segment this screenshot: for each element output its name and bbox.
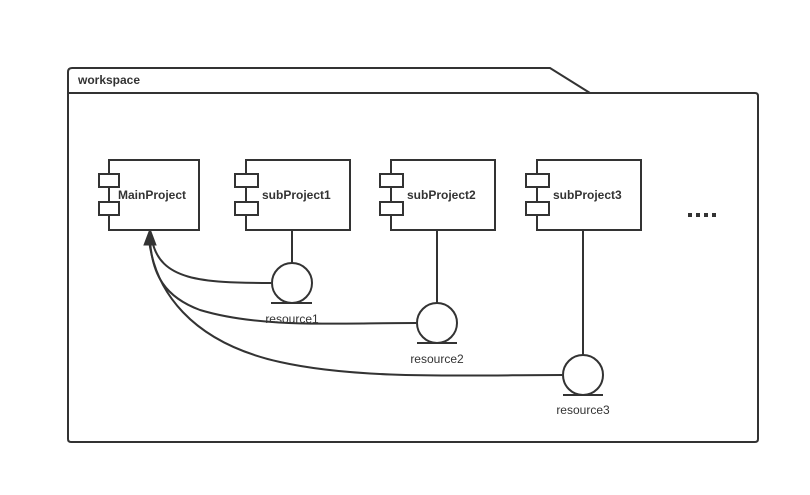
resource-label: resource1 — [265, 312, 319, 326]
component-port-icon — [234, 201, 259, 216]
component-mainproject[interactable]: MainProject — [98, 159, 200, 231]
ellipsis-dot — [688, 213, 692, 217]
resource-label: resource2 — [410, 352, 464, 366]
component-port-icon — [379, 173, 404, 188]
component-subproject3[interactable]: subProject3 — [525, 159, 642, 231]
resource-resource3[interactable]: resource3 — [556, 230, 610, 417]
entity-circle-icon — [562, 354, 604, 396]
edge-resource1-to-main[interactable] — [151, 239, 272, 284]
ellipsis-dot — [704, 213, 708, 217]
resource-resource2[interactable]: resource2 — [410, 230, 464, 366]
component-port-icon — [234, 173, 259, 188]
dependency-edges — [143, 227, 563, 377]
component-label: MainProject — [118, 188, 186, 202]
component-port-icon — [379, 201, 404, 216]
package-title: workspace — [77, 73, 140, 87]
more-indicator — [688, 213, 716, 217]
component-body — [390, 159, 496, 231]
component-port-icon — [525, 173, 550, 188]
entity-circle-icon — [271, 262, 313, 304]
component-port-icon — [98, 201, 120, 216]
component-body — [536, 159, 642, 231]
component-label: subProject2 — [407, 188, 476, 202]
edge-resource3-to-main[interactable] — [148, 239, 563, 377]
component-label: subProject3 — [553, 188, 622, 202]
package-tab — [67, 67, 591, 94]
component-port-icon — [98, 173, 120, 188]
resource-label: resource3 — [556, 403, 610, 417]
component-body — [245, 159, 351, 231]
component-subproject2[interactable]: subProject2 — [379, 159, 496, 231]
component-subproject1[interactable]: subProject1 — [234, 159, 351, 231]
entity-circle-icon — [416, 302, 458, 344]
ellipsis-dot — [712, 213, 716, 217]
arrowhead-icon — [143, 227, 157, 246]
component-port-icon — [525, 201, 550, 216]
component-label: subProject1 — [262, 188, 331, 202]
ellipsis-dot — [696, 213, 700, 217]
package-body — [67, 92, 759, 443]
resource-resource1[interactable]: resource1 — [265, 230, 319, 326]
component-body — [108, 159, 200, 231]
package-workspace[interactable]: workspace — [67, 67, 759, 443]
